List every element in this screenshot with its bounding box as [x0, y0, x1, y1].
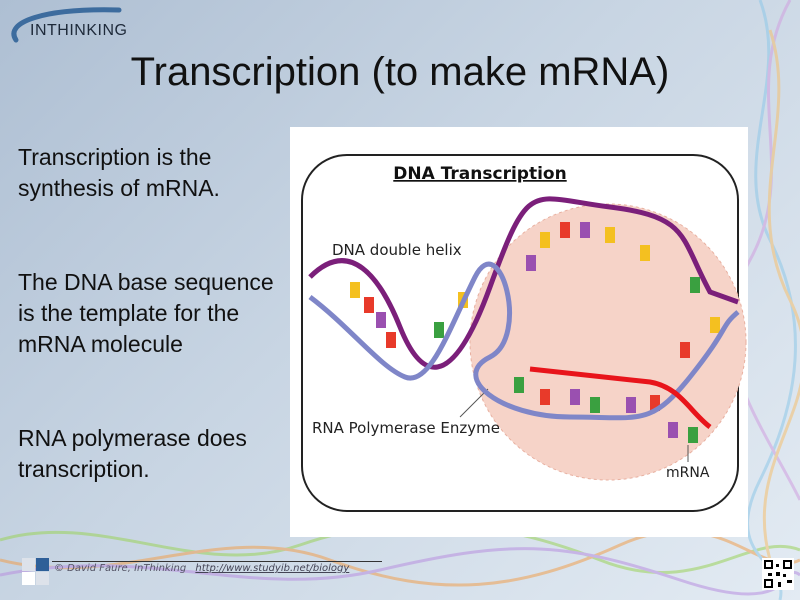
dna-strand-purple	[308, 196, 739, 370]
mrna-strand	[529, 366, 712, 429]
bullet-transcription: Transcription is the synthesis of mRNA.	[18, 144, 220, 201]
footer-copyright: © David Faure, InThinking	[54, 563, 187, 574]
enzyme-region	[469, 203, 747, 481]
footer-credit: © David Faure, InThinking http://www.stu…	[54, 563, 349, 574]
slide-title: Transcription (to make mRNA)	[130, 50, 670, 94]
nucleotide-bases	[350, 222, 720, 443]
label-dna-helix: DNA double helix	[332, 241, 462, 259]
bullet-polymerase: RNA polymerase does transcription.	[18, 425, 247, 482]
bullet-template: The DNA base sequence is the template fo…	[18, 269, 274, 357]
footer-logo-squares	[22, 558, 50, 586]
dna-transcription-diagram: DNA Transcription DNA double helix RNA P…	[290, 127, 748, 537]
label-rna-polymerase: RNA Polymerase Enzyme	[312, 419, 500, 437]
qr-code[interactable]	[762, 558, 794, 590]
logo-text: INTHINKING	[30, 22, 128, 39]
diagram-title: DNA Transcription	[393, 164, 566, 184]
inthinking-logo: INTHINKING	[4, 2, 204, 47]
bullet-list: Transcription is the synthesis of mRNA. …	[18, 142, 288, 548]
footer-link[interactable]: http://www.studyib.net/biology	[195, 563, 350, 574]
footer-divider	[52, 561, 382, 562]
label-mrna: mRNA	[666, 465, 710, 481]
